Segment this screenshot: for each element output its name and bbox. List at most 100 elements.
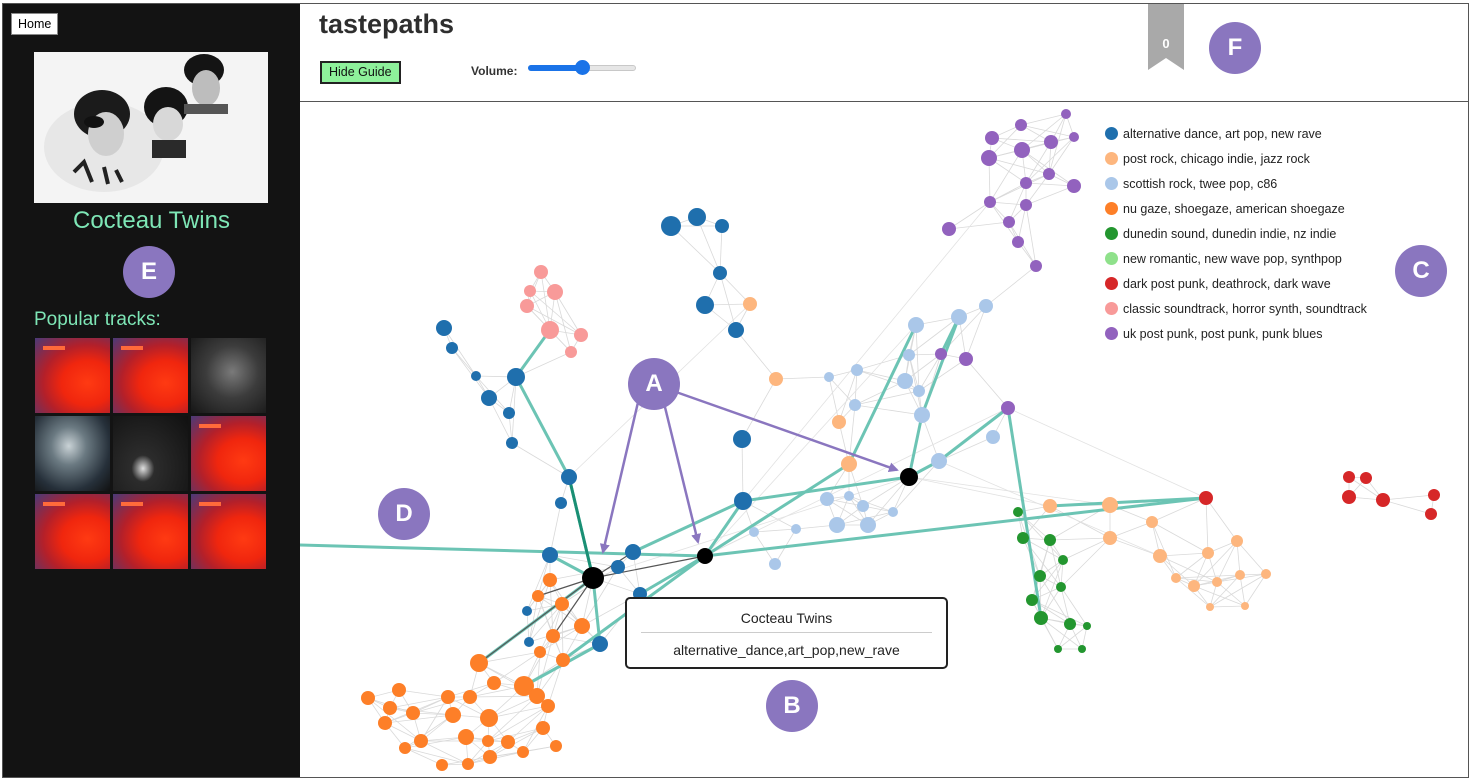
artist-node[interactable] [555, 497, 567, 509]
artist-node[interactable] [1146, 516, 1158, 528]
volume-slider[interactable] [528, 56, 636, 78]
artist-node[interactable] [1078, 645, 1086, 653]
artist-node[interactable] [534, 265, 548, 279]
artist-node[interactable] [1153, 549, 1167, 563]
artist-node[interactable] [931, 453, 947, 469]
artist-node[interactable] [661, 216, 681, 236]
track-thumbnail[interactable] [191, 494, 266, 569]
artist-node[interactable] [543, 573, 557, 587]
artist-node[interactable] [1044, 135, 1058, 149]
artist-node[interactable] [897, 373, 913, 389]
artist-node[interactable] [688, 208, 706, 226]
artist-node[interactable] [913, 385, 925, 397]
artist-node[interactable] [392, 683, 406, 697]
artist-node[interactable] [541, 699, 555, 713]
artist-node[interactable] [436, 320, 452, 336]
artist-node[interactable] [482, 735, 494, 747]
artist-node[interactable] [574, 618, 590, 634]
artist-node[interactable] [981, 150, 997, 166]
artist-node[interactable] [561, 469, 577, 485]
artist-node[interactable] [546, 629, 560, 643]
artist-node[interactable] [1360, 472, 1372, 484]
artist-node[interactable] [1030, 260, 1042, 272]
artist-node[interactable] [1231, 535, 1243, 547]
artist-node[interactable] [532, 590, 544, 602]
artist-node[interactable] [841, 456, 857, 472]
artist-node[interactable] [1061, 109, 1071, 119]
artist-node[interactable] [414, 734, 428, 748]
artist-node[interactable] [942, 222, 956, 236]
artist-node[interactable] [743, 297, 757, 311]
artist-node[interactable] [1020, 199, 1032, 211]
artist-node[interactable] [1199, 491, 1213, 505]
artist-node[interactable] [399, 742, 411, 754]
artist-node[interactable] [458, 729, 474, 745]
artist-node[interactable] [851, 364, 863, 376]
artist-node[interactable] [1034, 611, 1048, 625]
artist-node[interactable] [1013, 507, 1023, 517]
artist-node[interactable] [1044, 534, 1056, 546]
track-thumbnail[interactable] [35, 338, 110, 413]
artist-node[interactable] [769, 372, 783, 386]
artist-node[interactable] [487, 676, 501, 690]
artist-node[interactable] [529, 688, 545, 704]
artist-node[interactable] [829, 517, 845, 533]
artist-node[interactable] [1026, 594, 1038, 606]
artist-node[interactable] [565, 346, 577, 358]
artist-node[interactable] [914, 407, 930, 423]
artist-node[interactable] [791, 524, 801, 534]
artist-node[interactable] [1241, 602, 1249, 610]
artist-node[interactable] [1043, 168, 1055, 180]
artist-node[interactable] [986, 430, 1000, 444]
selected-artist-node[interactable] [697, 548, 713, 564]
artist-node[interactable] [935, 348, 947, 360]
artist-node[interactable] [832, 415, 846, 429]
artist-node[interactable] [1012, 236, 1024, 248]
artist-node[interactable] [517, 746, 529, 758]
artist-node[interactable] [769, 558, 781, 570]
artist-node[interactable] [1102, 497, 1118, 513]
artist-node[interactable] [520, 299, 534, 313]
artist-node[interactable] [524, 285, 536, 297]
track-thumbnail[interactable] [191, 416, 266, 491]
track-thumbnail[interactable] [113, 416, 188, 491]
artist-node[interactable] [1261, 569, 1271, 579]
artist-node[interactable] [844, 491, 854, 501]
artist-node[interactable] [1020, 177, 1032, 189]
artist-node[interactable] [1428, 489, 1440, 501]
artist-node[interactable] [857, 500, 869, 512]
artist-node[interactable] [383, 701, 397, 715]
artist-node[interactable] [556, 653, 570, 667]
artist-node[interactable] [550, 740, 562, 752]
artist-node[interactable] [611, 560, 625, 574]
artist-node[interactable] [524, 637, 534, 647]
artist-node[interactable] [734, 492, 752, 510]
artist-node[interactable] [749, 527, 759, 537]
artist-node[interactable] [470, 654, 488, 672]
selected-artist-node[interactable] [900, 468, 918, 486]
artist-node[interactable] [462, 758, 474, 770]
artist-node[interactable] [541, 321, 559, 339]
artist-node[interactable] [959, 352, 973, 366]
artist-node[interactable] [1083, 622, 1091, 630]
artist-node[interactable] [542, 547, 558, 563]
artist-node[interactable] [860, 517, 876, 533]
artist-node[interactable] [507, 368, 525, 386]
track-thumbnail[interactable] [35, 416, 110, 491]
artist-node[interactable] [1343, 471, 1355, 483]
artist-node[interactable] [445, 707, 461, 723]
track-thumbnail[interactable] [35, 494, 110, 569]
artist-node[interactable] [441, 690, 455, 704]
artist-node[interactable] [1206, 603, 1214, 611]
artist-node[interactable] [1235, 570, 1245, 580]
artist-node[interactable] [979, 299, 993, 313]
artist-node[interactable] [536, 721, 550, 735]
artist-node[interactable] [506, 437, 518, 449]
artist-node[interactable] [1017, 532, 1029, 544]
artist-node[interactable] [1171, 573, 1181, 583]
artist-node[interactable] [574, 328, 588, 342]
artist-node[interactable] [1212, 577, 1222, 587]
home-button[interactable]: Home [11, 13, 59, 35]
artist-node[interactable] [1003, 216, 1015, 228]
